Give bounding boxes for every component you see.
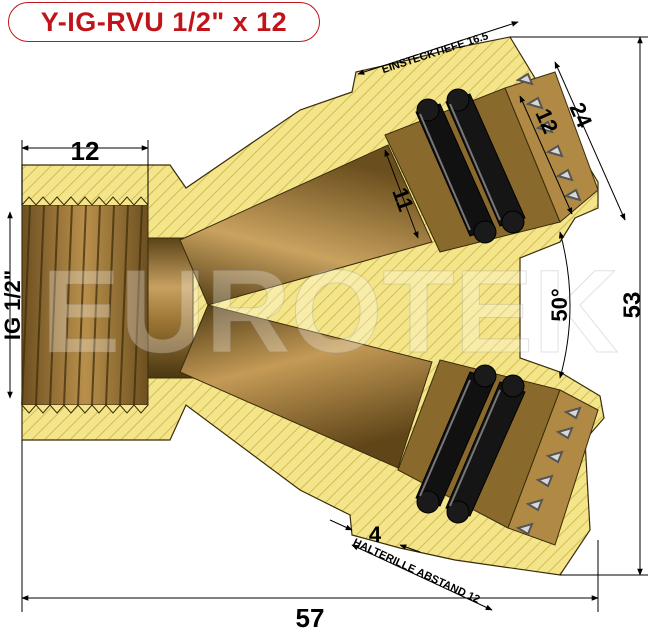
o-rings-upper [415,88,526,244]
watermark-text: EUROTEK [42,246,619,378]
product-title: Y-IG-RVU 1/2" x 12 [8,2,320,42]
dim-thread-length: 12 [71,136,100,166]
dim-thread-size: IG 1/2" [0,270,25,340]
o-rings-lower [415,364,526,524]
dim-retainer-width: 4 [369,522,382,547]
dimension-lines [7,21,648,612]
dim-overall-length: 57 [296,603,325,630]
inlet-thread [21,196,149,414]
central-bore [147,237,194,379]
dim-overall-height: 53 [619,292,646,319]
dim-angle: 50° [547,288,572,321]
retainer-teeth-lower [515,406,582,536]
